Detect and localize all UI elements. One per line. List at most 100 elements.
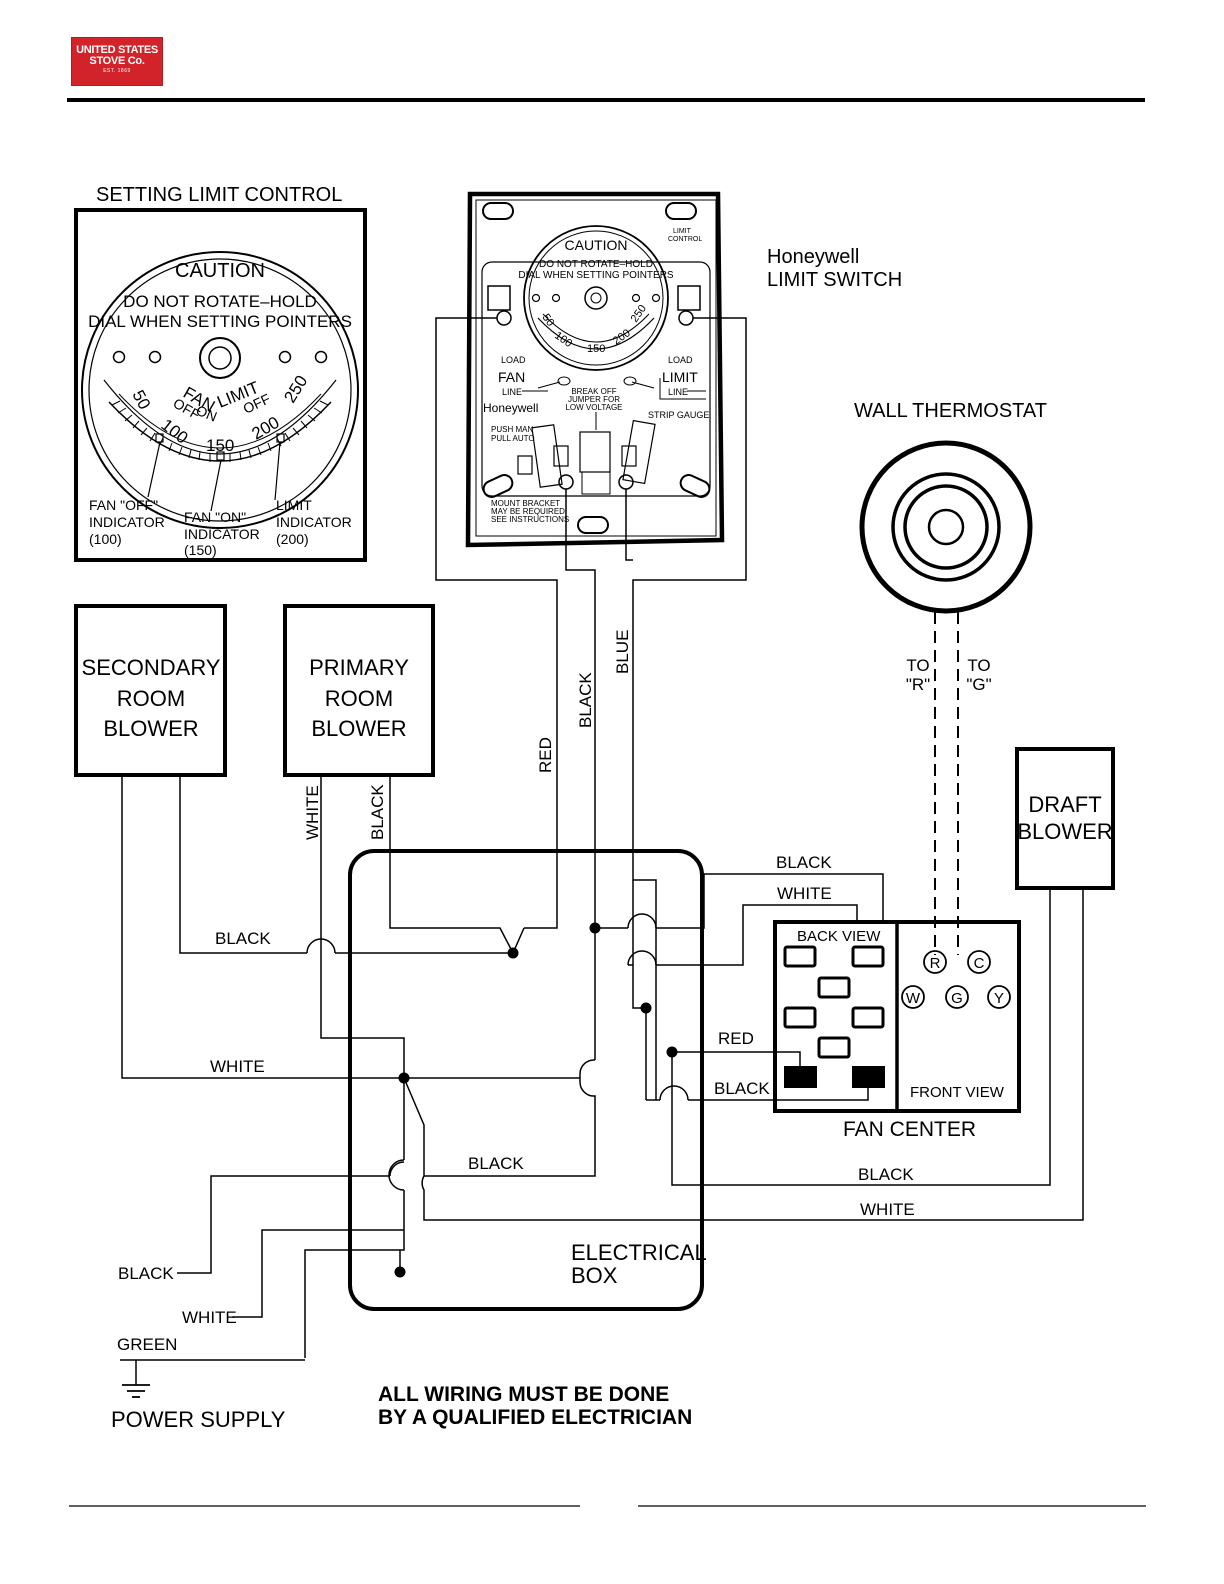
terminal-y: Y <box>994 990 1004 1007</box>
junction-dots <box>394 922 678 1278</box>
primary-blower-l2: ROOM <box>325 686 393 711</box>
hw-mount-2: MAY BE REQUIRED <box>491 507 565 516</box>
wire-label-black-fc: BLACK <box>714 1079 770 1098</box>
hw-scale-100: 100 <box>552 330 574 350</box>
draft-blower-box <box>1015 747 1115 890</box>
hw-break-off-1: BREAK OFF <box>571 387 616 396</box>
terminal-r: R <box>930 955 941 972</box>
slc-warning-2: DIAL WHEN SETTING POINTERS <box>88 312 352 331</box>
hw-scale-150: 150 <box>587 343 605 355</box>
fan-on-indicator-l3: (150) <box>184 542 217 558</box>
honeywell-limit-switch <box>465 191 725 548</box>
slc-scale-250: 250 <box>280 372 311 406</box>
primary-room-blower-box <box>283 604 435 777</box>
slc-warning-1: DO NOT ROTATE–HOLD <box>123 292 317 311</box>
draft-blower-l2: BLOWER <box>1017 819 1112 844</box>
electrical-box-l1: ELECTRICAL <box>571 1240 707 1265</box>
hw-mount-3: SEE INSTRUCTIONS <box>491 515 569 524</box>
hw-limit-control-2: CONTROL <box>668 236 702 243</box>
hw-scale-200: 200 <box>611 327 633 347</box>
limit-indicator-l1: LIMIT <box>276 497 312 513</box>
hw-push-man: PUSH MAN <box>491 425 533 434</box>
setting-limit-control <box>74 208 367 562</box>
fan-center-title: FAN CENTER <box>843 1118 976 1141</box>
to-g-line-2: "G" <box>966 675 991 694</box>
secondary-blower-l3: BLOWER <box>103 716 198 741</box>
wire-label-black-top: BLACK <box>776 853 832 872</box>
secondary-room-blower-box <box>74 604 227 777</box>
to-r-line-2: "R" <box>906 675 930 694</box>
terminal-c: C <box>974 955 985 972</box>
wire-label-black-vertical-2: BLACK <box>368 784 387 840</box>
fan-off-indicator-l2: INDICATOR <box>89 514 165 530</box>
slc-scale-100: 100 <box>158 415 192 447</box>
hw-warning-2: DIAL WHEN SETTING POINTERS <box>518 270 674 281</box>
wire-label-white-top: WHITE <box>777 884 832 903</box>
slc-caution: CAUTION <box>175 260 265 282</box>
wire-label-black-mid: BLACK <box>468 1154 524 1173</box>
secondary-blower-l1: SECONDARY <box>82 655 221 680</box>
electrical-box-l2: BOX <box>571 1263 618 1288</box>
notice-line-2: BY A QUALIFIED ELECTRICIAN <box>378 1406 692 1429</box>
power-green-label: GREEN <box>117 1335 177 1354</box>
wires <box>120 317 1084 1398</box>
hw-scale-50: 50 <box>540 312 557 329</box>
hw-line-right: LINE <box>668 387 688 397</box>
fan-on-indicator-l2: INDICATOR <box>184 526 260 542</box>
notice-line-1: ALL WIRING MUST BE DONE <box>378 1383 669 1406</box>
wire-label-red-fc: RED <box>718 1029 754 1048</box>
wire-label-white-draft: WHITE <box>860 1200 915 1219</box>
hw-limit-control-1: LIMIT <box>673 228 692 235</box>
limit-indicator-l2: INDICATOR <box>276 514 352 530</box>
wire-label-black-left: BLACK <box>215 929 271 948</box>
hw-strip-gauge: STRIP GAUGE <box>648 410 709 420</box>
electrical-box <box>348 849 704 1311</box>
hw-brand: Honeywell <box>483 401 538 415</box>
hw-load-right: LOAD <box>668 355 693 365</box>
to-g-line-1: TO <box>967 656 990 675</box>
limit-indicator-l3: (200) <box>276 531 309 547</box>
setting-limit-control-title: SETTING LIMIT CONTROL <box>96 184 342 206</box>
wall-thermostat <box>859 440 1033 955</box>
hw-load-left: LOAD <box>501 355 526 365</box>
hw-break-off-2: JUMPER FOR <box>568 395 620 404</box>
wire-label-black-draft: BLACK <box>858 1165 914 1184</box>
power-supply-title: POWER SUPPLY <box>111 1407 286 1432</box>
terminal-w: W <box>906 990 921 1007</box>
hw-warning-1: DO NOT ROTATE–HOLD <box>539 259 653 270</box>
fan-center <box>773 920 1021 1113</box>
to-r-line-1: TO <box>906 656 929 675</box>
united-states-stove-logo: UNITED STATES STOVE Co. EST. 1869 <box>71 37 163 86</box>
wire-label-red-vertical: RED <box>536 737 555 773</box>
slc-on: ON <box>194 402 219 425</box>
wire-label-black-vertical: BLACK <box>576 672 595 728</box>
logo-line-3: EST. 1869 <box>103 68 131 74</box>
hw-fan: FAN <box>498 369 525 385</box>
fan-off-indicator-l1: FAN "OFF" <box>89 497 158 513</box>
power-black-label: BLACK <box>118 1264 174 1283</box>
wire-label-blue-vertical: BLUE <box>613 630 632 674</box>
terminal-g: G <box>951 990 963 1007</box>
hw-break-off-3: LOW VOLTAGE <box>565 403 622 412</box>
hw-limit: LIMIT <box>662 369 698 385</box>
front-view-label: FRONT VIEW <box>910 1084 1005 1101</box>
hw-mount-1: MOUNT BRACKET <box>491 499 560 508</box>
secondary-blower-l2: ROOM <box>117 686 185 711</box>
wire-label-white-left: WHITE <box>210 1057 265 1076</box>
power-white-label: WHITE <box>182 1308 237 1327</box>
primary-blower-l1: PRIMARY <box>309 655 409 680</box>
draft-blower-l1: DRAFT <box>1028 792 1101 817</box>
limit-switch-title: LIMIT SWITCH <box>767 269 902 291</box>
logo-line-1: UNITED STATES <box>76 44 158 56</box>
fan-on-indicator-l1: FAN "ON" <box>184 509 246 525</box>
logo-line-2: STOVE Co. <box>89 55 145 67</box>
back-view-label: BACK VIEW <box>797 928 881 945</box>
slc-scale-150: 150 <box>206 436 234 455</box>
honeywell-title: Honeywell <box>767 246 859 268</box>
hw-line-left: LINE <box>502 387 522 397</box>
hw-scale-250: 250 <box>629 303 649 325</box>
wall-thermostat-title: WALL THERMOSTAT <box>854 400 1047 422</box>
slc-scale-50: 50 <box>128 387 154 413</box>
